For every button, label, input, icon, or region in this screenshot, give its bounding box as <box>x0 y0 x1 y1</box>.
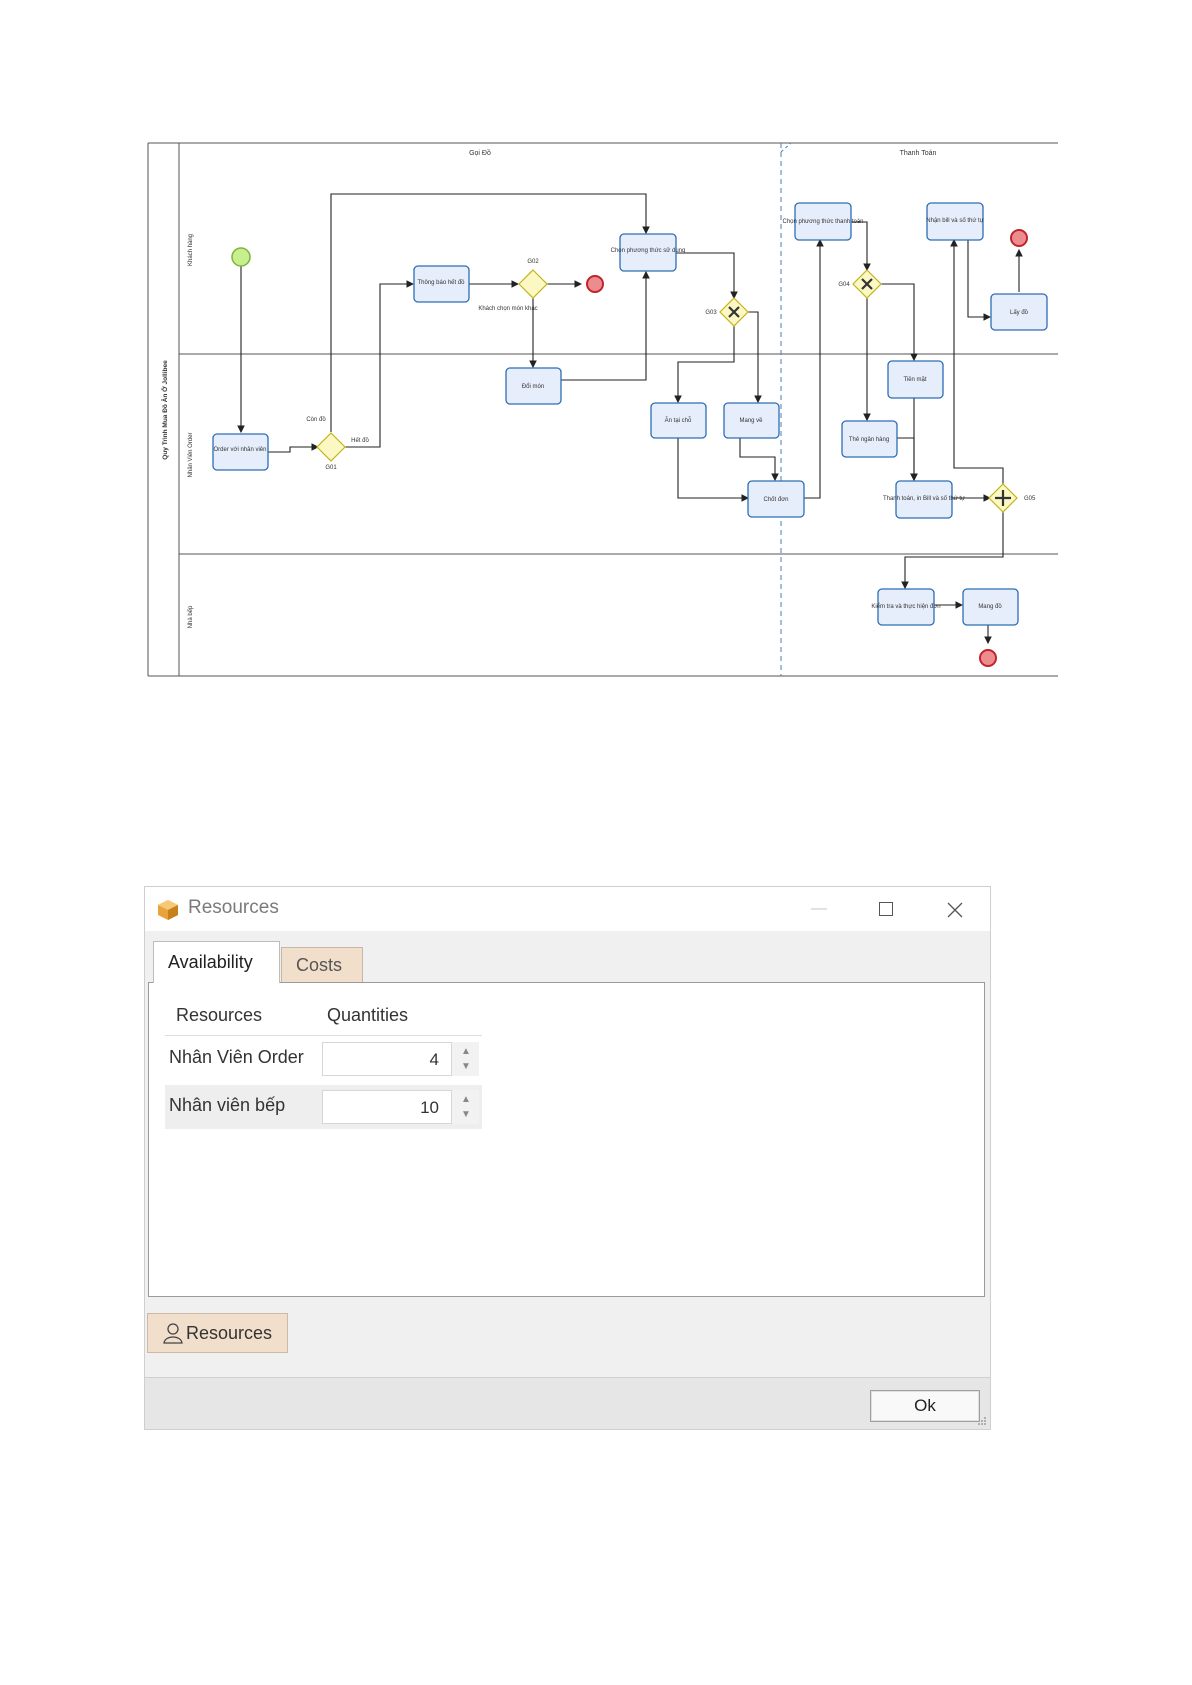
resource-name: Nhân Viên Order <box>169 1047 304 1067</box>
svg-text:Đổi món: Đổi món <box>522 383 544 390</box>
task-pay-print: Thanh toán, in Bill và số thứ tự <box>883 480 965 519</box>
column-header-resources: Resources <box>176 1005 263 1025</box>
task-take-away: Mang về <box>723 402 780 439</box>
gateway-g02-label: G02 <box>527 259 539 265</box>
lane-kitchen-label: Nhà bếp <box>188 605 194 628</box>
dialog-footer <box>145 1377 990 1429</box>
svg-text:Order với nhân viên: Order với nhân viên <box>214 447 267 453</box>
gateway-g05 <box>988 483 1018 513</box>
close-button[interactable] <box>932 895 978 923</box>
gateway-g03 <box>719 297 749 327</box>
end-event-kitchen <box>979 649 997 667</box>
task-choose-payment: Chọn phương thức thanh toán <box>782 202 864 241</box>
task-order: Order với nhân viên <box>212 433 269 471</box>
lane-customer-label: Khách hàng <box>188 234 194 266</box>
quantity-stepper: 10 ▲ ▼ <box>322 1090 479 1124</box>
svg-text:Chọn phương thức thanh toán: Chọn phương thức thanh toán <box>782 219 863 225</box>
task-cash: Tiền mặt <box>887 360 944 399</box>
quantity-input[interactable]: 10 <box>322 1090 452 1124</box>
task-eat-in: Ăn tại chỗ <box>650 402 707 439</box>
header-divider <box>165 1035 482 1036</box>
gateway-g04 <box>852 269 882 299</box>
gateway-g05-label: G05 <box>1024 496 1036 502</box>
svg-text:Ăn tại chỗ: Ăn tại chỗ <box>665 417 692 424</box>
task-confirm: Chốt đơn <box>747 480 805 518</box>
resources-dialog: Resources — Availability Costs Resources… <box>144 886 991 1430</box>
lane-order-staff-label: Nhân Viên Order <box>188 433 194 478</box>
svg-text:Lấy đồ: Lấy đồ <box>1010 310 1029 316</box>
svg-text:Kiểm tra và thực hiện đơn: Kiểm tra và thực hiện đơn <box>871 603 940 610</box>
table-row: Nhân Viên Order 4 ▲ ▼ <box>165 1037 482 1081</box>
decrement-arrow-icon[interactable]: ▼ <box>461 1061 471 1072</box>
task-choose-use: Chọn phương thức sử dụng <box>611 233 686 272</box>
quantity-input[interactable]: 4 <box>322 1042 452 1076</box>
decrement-arrow-icon[interactable]: ▼ <box>461 1109 471 1120</box>
ok-button[interactable]: Ok <box>870 1390 980 1422</box>
maximize-icon <box>879 901 893 916</box>
end-event-pick-up <box>1010 229 1028 247</box>
resize-grip-icon[interactable] <box>977 1416 987 1426</box>
resources-button[interactable]: Resources <box>147 1313 288 1353</box>
gateway-g03-label: G03 <box>705 310 717 316</box>
end-event-sold-out <box>586 275 604 293</box>
gateway-g02 <box>518 269 548 299</box>
bpmn-diagram: Quy Trình Mua Đồ Ăn Ở Jollibee Gọi Đồ Th… <box>147 142 1058 677</box>
app-cube-icon <box>158 900 178 920</box>
pool <box>147 142 1058 677</box>
svg-text:Thông báo hết đồ: Thông báo hết đồ <box>417 280 465 286</box>
gateway-g01-label: G01 <box>325 465 337 471</box>
sequence-flows <box>237 193 1023 645</box>
start-event <box>231 247 251 267</box>
column-header-quantities: Quantities <box>327 1005 409 1025</box>
svg-text:Thẻ ngân hàng: Thẻ ngân hàng <box>849 437 889 443</box>
pool-title: Quy Trình Mua Đồ Ăn Ở Jollibee <box>160 360 169 460</box>
table-row: Nhân viên bếp 10 ▲ ▼ <box>165 1085 482 1129</box>
title-bar: Resources — <box>145 887 990 931</box>
minimize-button[interactable]: — <box>811 900 827 917</box>
task-check-prepare: Kiểm tra và thực hiện đơn <box>871 588 941 626</box>
task-pick-up: Lấy đồ <box>990 293 1048 331</box>
svg-text:Tiền mặt: Tiền mặt <box>903 377 926 383</box>
task-bring: Mang đồ <box>962 588 1019 626</box>
svg-text:Mang đồ: Mang đồ <box>978 604 1002 610</box>
increment-arrow-icon[interactable]: ▲ <box>461 1046 471 1057</box>
svg-text:Mang về: Mang về <box>739 418 763 424</box>
svg-text:Nhận bill và số thứ tự: Nhận bill và số thứ tự <box>926 218 983 224</box>
resources-button-label: Resources <box>186 1323 273 1343</box>
task-change-dish: Đổi món <box>505 367 562 405</box>
tab-availability[interactable]: Availability <box>153 941 280 983</box>
flow-label-out: Hết đồ <box>351 438 369 444</box>
svg-text:Chọn phương thức sử dụng: Chọn phương thức sử dụng <box>611 247 686 254</box>
user-icon <box>163 1323 183 1344</box>
resource-name: Nhân viên bếp <box>169 1095 286 1115</box>
maximize-button[interactable] <box>863 895 909 923</box>
increment-arrow-icon[interactable]: ▲ <box>461 1094 471 1105</box>
tab-costs[interactable]: Costs <box>281 947 363 983</box>
window-title: Resources <box>188 897 279 918</box>
gateway-g01 <box>316 432 346 462</box>
flow-label-other-dish: Khách chọn món khác <box>478 306 537 312</box>
task-sold-out: Thông báo hết đồ <box>413 265 470 303</box>
task-receive-bill: Nhận bill và số thứ tự <box>926 202 984 241</box>
flow-label-available: Còn đồ <box>306 417 326 423</box>
availability-panel: Resources Quantities Nhân Viên Order 4 ▲… <box>148 982 985 1297</box>
svg-text:Chốt đơn: Chốt đơn <box>764 497 789 503</box>
phase-payment-label: Thanh Toán <box>900 150 937 157</box>
task-card: Thẻ ngân hàng <box>841 420 898 458</box>
phase-order-label: Gọi Đồ <box>469 148 491 157</box>
gateway-g04-label: G04 <box>838 282 850 288</box>
close-icon <box>947 902 963 918</box>
quantity-stepper: 4 ▲ ▼ <box>322 1042 479 1076</box>
svg-text:Thanh toán, in Bill và số thứ: Thanh toán, in Bill và số thứ tự <box>883 496 965 502</box>
